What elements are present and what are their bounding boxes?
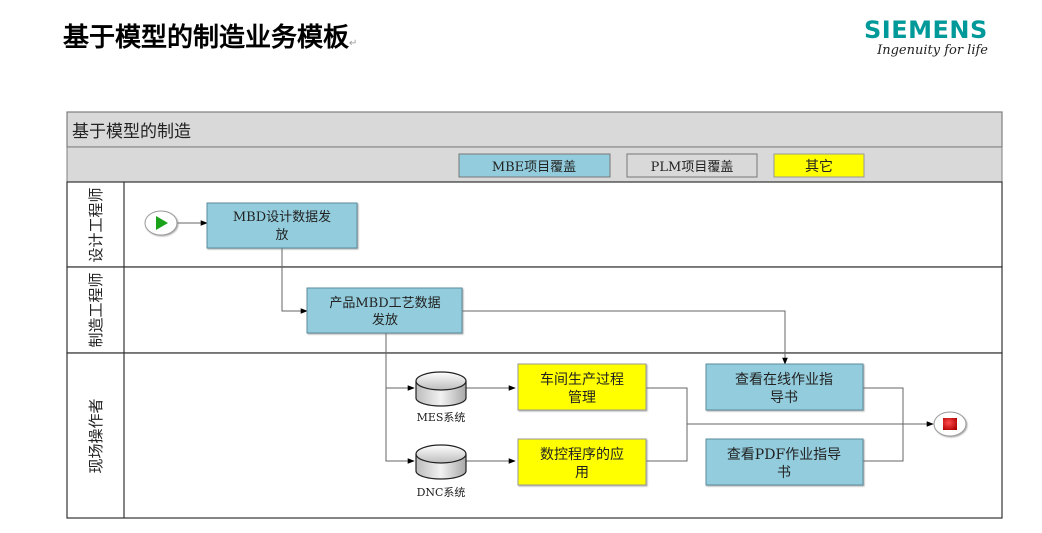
stop-icon — [943, 418, 957, 430]
paragraph-mark: ↵ — [349, 38, 358, 49]
task-product-mbd-line1: 产品MBD工艺数据 — [329, 296, 440, 311]
lane-manufacturing-engineer — [66, 266, 1003, 354]
task-nc-program-line1: 数控程序的应 — [540, 446, 624, 463]
legend-other-label: 其它 — [805, 158, 833, 175]
database-dnc[interactable]: DNC系统 — [415, 444, 467, 499]
legend-plm-swatch — [626, 153, 758, 178]
logo-tagline: Ingenuity for life — [877, 43, 988, 58]
database-dnc-label: DNC系统 — [417, 486, 466, 499]
legend-plm-label: PLM项目覆盖 — [651, 160, 734, 175]
task-online-guide-line2: 导书 — [770, 390, 798, 406]
legend-other-swatch — [773, 153, 865, 178]
lane-label-designer: 设计工程师 — [87, 187, 105, 262]
task-online-guide-line1: 查看在线作业指 — [735, 372, 833, 388]
task-pdf-guide[interactable]: 查看PDF作业指导 书 — [705, 438, 864, 486]
task-mbd-release-line1: MBD设计数据发 — [233, 209, 331, 225]
pool-title: 基于模型的制造 — [72, 122, 191, 142]
logo-name: SIEMENS — [864, 16, 988, 44]
task-workshop-line1: 车间生产过程 — [540, 371, 624, 388]
task-product-mbd[interactable]: 产品MBD工艺数据 发放 — [306, 287, 463, 334]
database-mes[interactable]: MES系统 — [415, 371, 467, 424]
page-title: 基于模型的制造业务模板↵ — [63, 17, 357, 54]
play-icon — [156, 216, 168, 230]
task-pdf-guide-line1: 查看PDF作业指导 — [727, 447, 841, 463]
lane-label-manufacturing-engineer: 制造工程师 — [87, 272, 105, 347]
task-product-mbd-line2: 发放 — [372, 312, 398, 328]
connector-product-to-dnc — [385, 388, 415, 464]
lane-label-operator: 现场操作者 — [87, 398, 105, 473]
task-online-guide[interactable]: 查看在线作业指 导书 — [705, 363, 864, 411]
task-nc-program[interactable]: 数控程序的应 用 — [517, 438, 647, 486]
task-workshop[interactable]: 车间生产过程 管理 — [517, 363, 647, 411]
task-workshop-line2: 管理 — [568, 390, 596, 406]
database-mes-label: MES系统 — [417, 411, 466, 424]
connector-product-to-online — [462, 310, 788, 365]
task-mbd-release-line2: 放 — [275, 228, 288, 243]
legend-mbe-swatch — [458, 153, 611, 178]
connector-mbd-to-product — [281, 248, 308, 314]
end-event[interactable] — [933, 411, 967, 437]
legend-mbe-label: MBE项目覆盖 — [492, 160, 576, 175]
siemens-logo: SIEMENS Ingenuity for life — [864, 16, 994, 58]
connectors — [177, 220, 934, 464]
start-event[interactable] — [144, 210, 178, 236]
page-title-text: 基于模型的制造业务模板 — [63, 23, 350, 53]
task-mbd-release[interactable]: MBD设计数据发 放 — [206, 202, 358, 249]
task-pdf-guide-line2: 书 — [777, 465, 791, 481]
task-nc-program-line2: 用 — [575, 465, 589, 481]
pool-header — [66, 111, 1003, 148]
